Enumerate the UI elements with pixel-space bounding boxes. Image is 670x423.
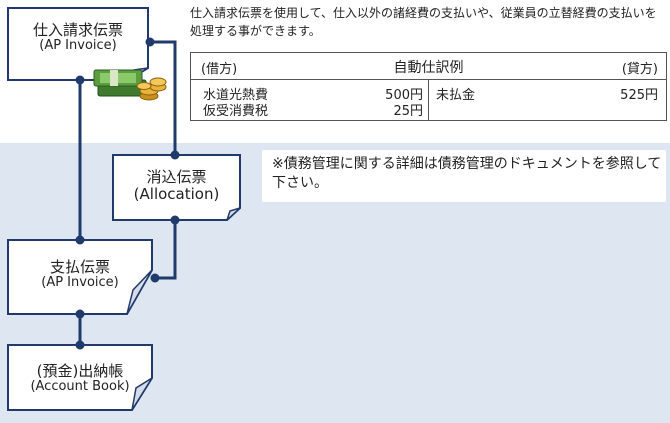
debit-row: 水道光熱費 500円 (203, 84, 423, 103)
dot-payment-bottom (75, 309, 85, 319)
payment-label: 支払伝票 (AP Invoice) (8, 258, 152, 291)
debit-header: (借方) (201, 62, 238, 77)
debit-amount: 500円 (385, 88, 423, 103)
description-text: 仕入請求伝票を使用して、仕入以外の諸経費の支払いや、従業員の立替経費の支払いを処… (190, 6, 657, 38)
journal-title: 自動仕訳例 (393, 60, 464, 76)
account-book-title: (預金)出納帳 (36, 362, 124, 380)
dot-allocation-top (170, 150, 180, 160)
dot-allocation-bottom (170, 215, 180, 225)
debit-account: 水道光熱費 (203, 88, 269, 103)
credit-row: 未払金 525円 (436, 84, 658, 103)
payment-subtitle: (AP Invoice) (41, 275, 119, 291)
payment-fold (126, 269, 153, 315)
payment-title: 支払伝票 (49, 258, 110, 276)
credit-account: 未払金 (436, 88, 476, 103)
dot-payment-top (75, 235, 85, 245)
credit-header: (貸方) (621, 62, 658, 77)
ap-invoice-title: 仕入請求伝票 (32, 21, 123, 39)
allocation-label: 消込伝票 (Allocation) (113, 168, 240, 204)
connector-invoice-to-allocation (150, 40, 177, 155)
debit-amount: 25円 (393, 104, 423, 119)
money-stack-icon (93, 69, 167, 101)
dot-invoice-bottom (75, 75, 85, 85)
allocation-subtitle: (Allocation) (133, 185, 220, 204)
journal-divider (428, 80, 429, 120)
debit-row: 仮受消費税 25円 (203, 100, 423, 119)
account-book-label: (預金)出納帳 (Account Book) (8, 362, 152, 395)
account-book-subtitle: (Account Book) (30, 379, 130, 395)
connector-allocation-to-payment (155, 220, 177, 280)
debit-account: 仮受消費税 (203, 104, 269, 119)
journal-table: (借方) 自動仕訳例 (貸方) 水道光熱費 500円 仮受消費税 25円 未払金… (190, 52, 667, 121)
journal-header: (借方) 自動仕訳例 (貸方) (191, 53, 666, 80)
allocation-title: 消込伝票 (146, 168, 207, 186)
account-book-fold (131, 377, 153, 411)
ap-invoice-label: 仕入請求伝票 (AP Invoice) (8, 21, 148, 54)
dot-invoice-right (145, 37, 155, 47)
dot-book-top (75, 340, 85, 350)
allocation-fold (226, 207, 241, 221)
ap-invoice-subtitle: (AP Invoice) (39, 38, 117, 54)
note-text: ※債務管理に関する詳細は債務管理のドキュメントを参照して下さい。 (262, 150, 666, 202)
credit-amount: 525円 (620, 88, 658, 103)
dot-payment-right (150, 273, 160, 283)
